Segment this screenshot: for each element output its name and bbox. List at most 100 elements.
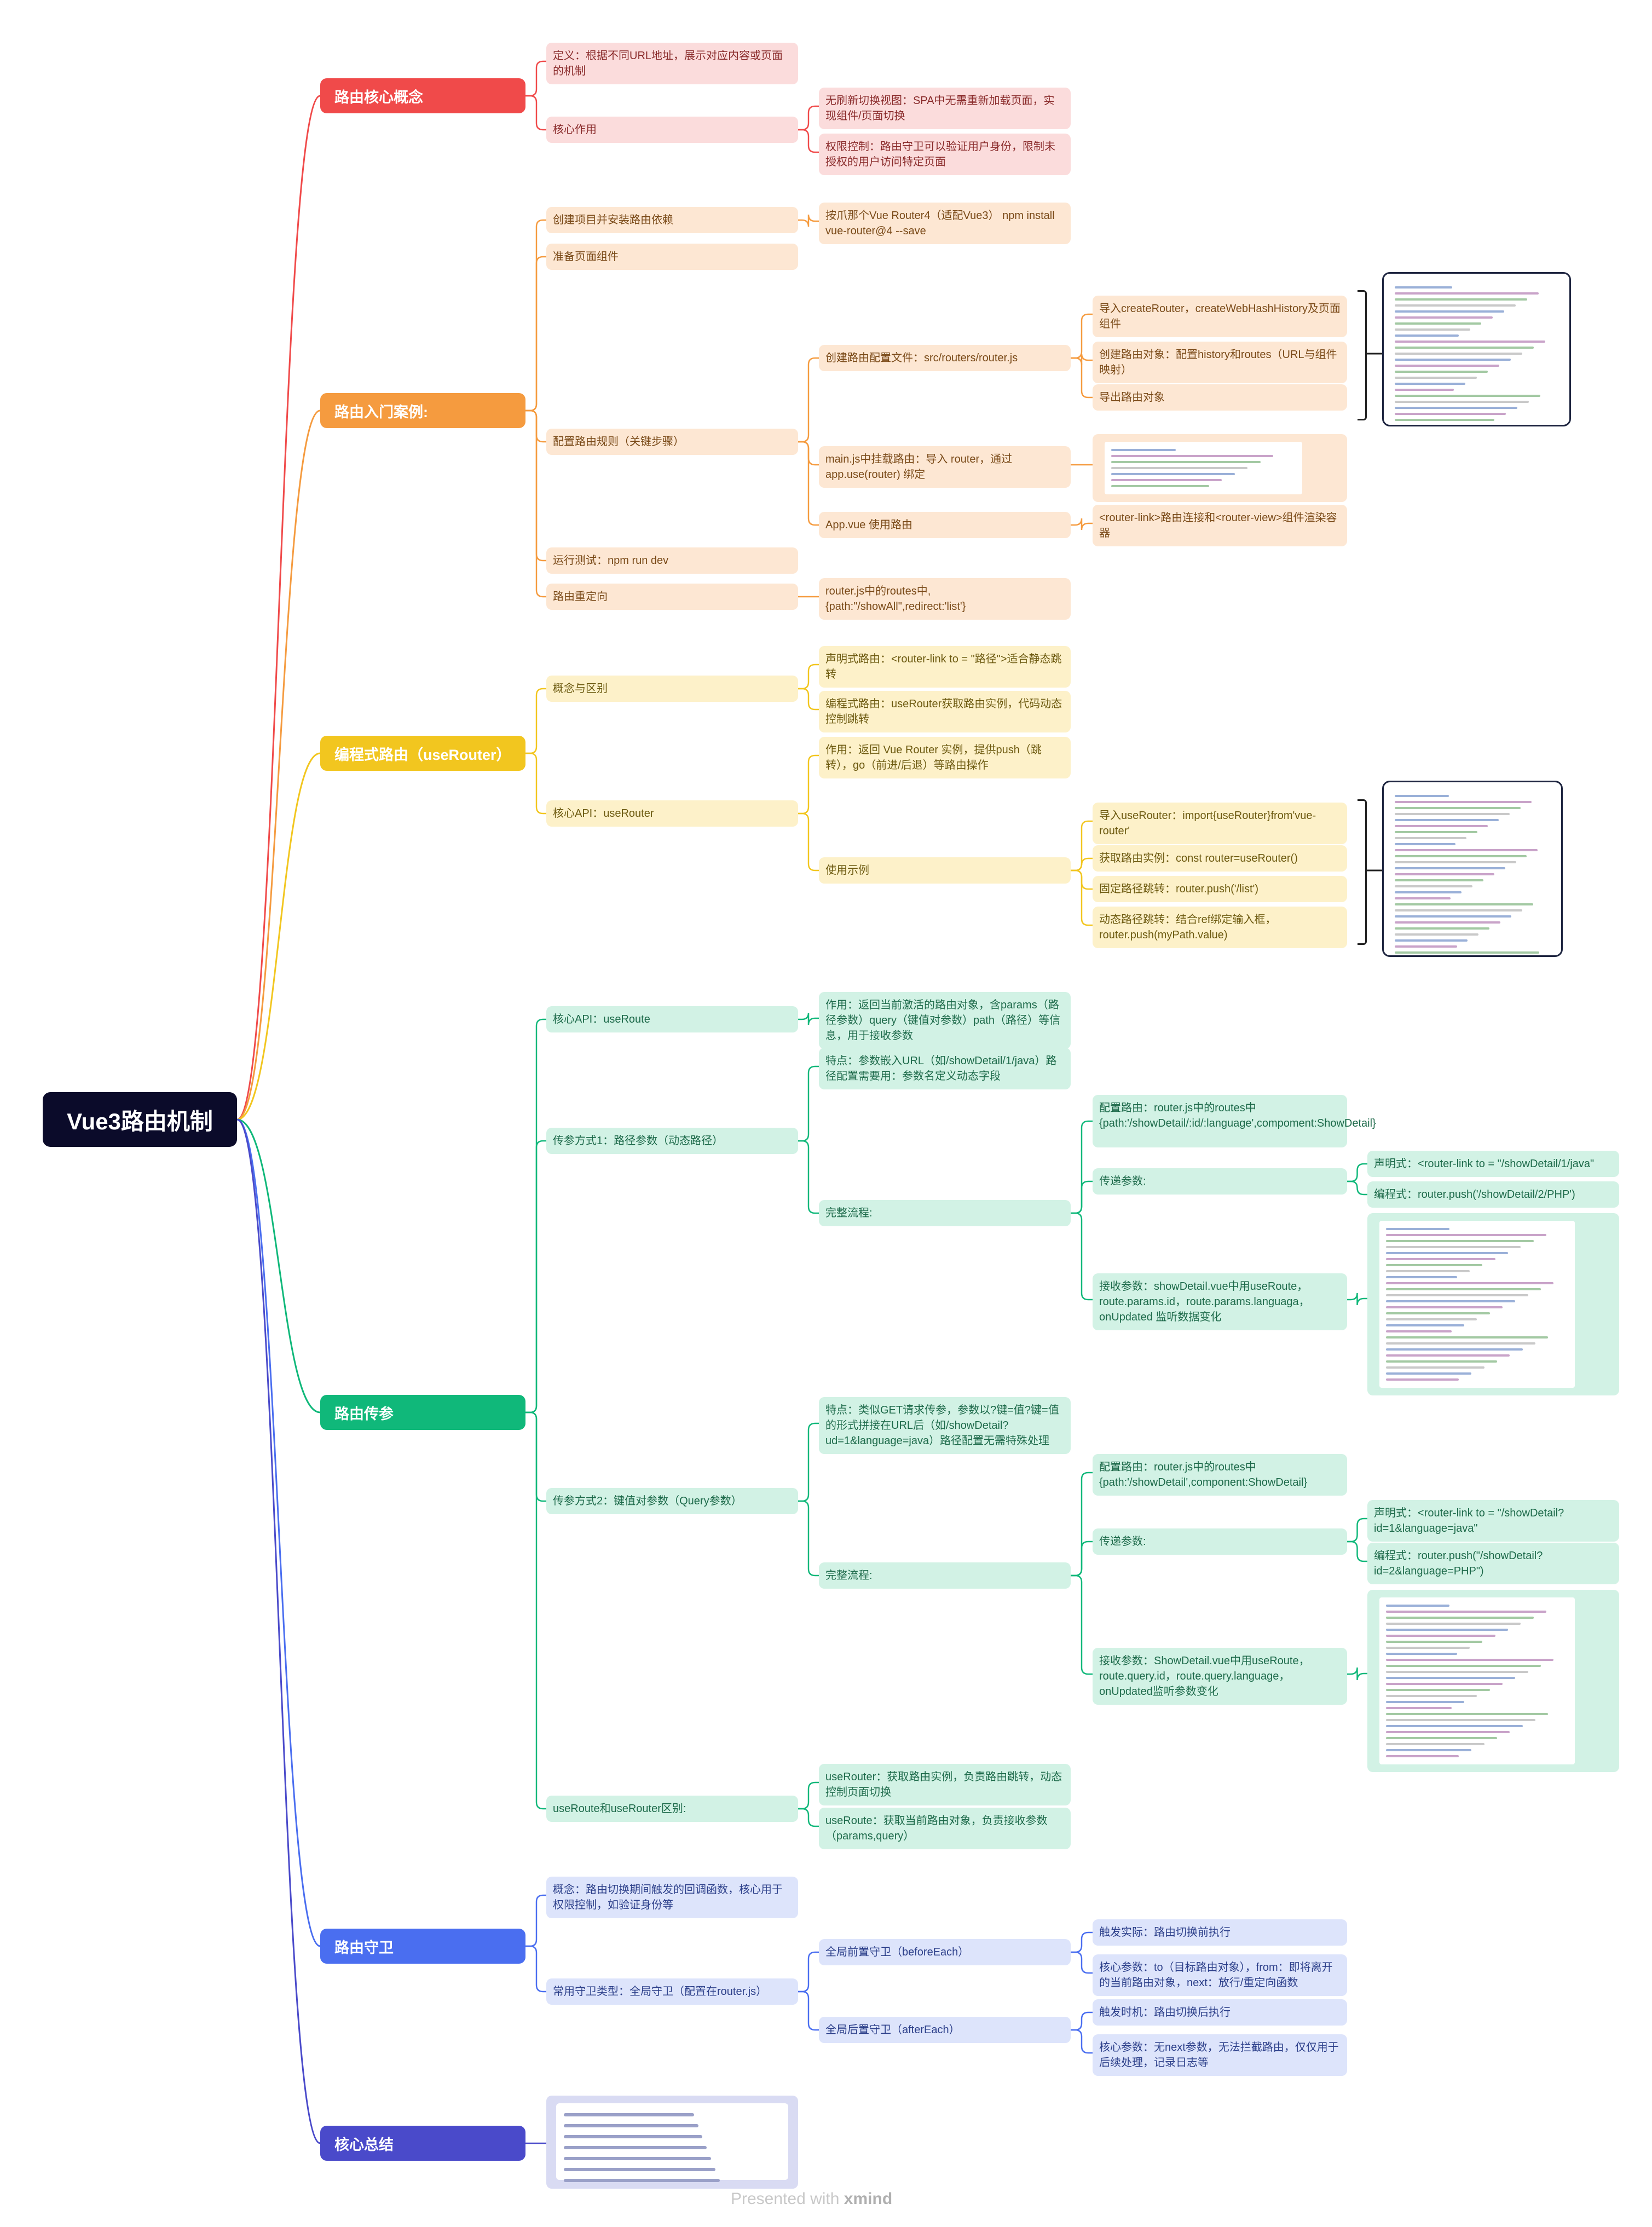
topic-c5-before2[interactable]: 核心参数：to（目标路由对象），from：即将离开的当前路由对象，next：放行… [1093, 1954, 1347, 1996]
topic-c4-m1[interactable]: 传参方式1：路径参数（动态路径） [546, 1128, 798, 1154]
summary-line [564, 2157, 712, 2160]
topic-c3-e4[interactable]: 动态路径跳转：结合ref绑定输入框，router.push(myPath.val… [1093, 907, 1347, 948]
topic-c5-after1[interactable]: 触发时机：路由切换后执行 [1093, 1999, 1347, 2026]
connector [798, 1065, 819, 1142]
topic-c4-diff2[interactable]: useRoute：获取当前路由对象，负责接收参数（params,query） [819, 1808, 1071, 1849]
connector [1347, 1293, 1367, 1306]
topic-c4-m2-p2[interactable]: 编程式：router.push("/showDetail?id=2&langua… [1367, 1543, 1619, 1584]
topic-c3-decl[interactable]: 声明式路由：<router-link to = "路径">适合静态跳转 [819, 646, 1071, 688]
topic-c2-mainjs[interactable]: main.js中挂载路由：导入 router，通过 app.use(router… [819, 446, 1071, 488]
topic-c4-m1-cfg[interactable]: 配置路由：router.js中的routes中{path:'/showDetai… [1093, 1095, 1376, 1147]
code-line [1386, 1737, 1497, 1739]
branch-b4[interactable]: 路由传参 [320, 1395, 525, 1430]
topic-c2-createobj[interactable]: 创建路由对象：配置history和routes（URL与组件映射） [1093, 342, 1347, 383]
topic-c4-m2[interactable]: 传参方式2：键值对参数（Query参数） [546, 1488, 798, 1514]
topic-c5-before1[interactable]: 触发实际：路由切换前执行 [1093, 1919, 1347, 1946]
connector [1071, 869, 1093, 926]
code-line [1395, 807, 1521, 809]
code-line [1386, 1366, 1485, 1369]
topic-c3-example[interactable]: 使用示例 [819, 857, 1071, 884]
code-preview-params[interactable] [1367, 1213, 1619, 1395]
connector [798, 1500, 819, 1577]
code-line [1395, 909, 1522, 911]
summary-line [564, 2135, 703, 2138]
code-line [1395, 945, 1457, 948]
code-line [1395, 921, 1501, 924]
topic-c5-concept[interactable]: 概念：路由切换期间触发的回调函数，核心用于权限控制，如验证身份等 [546, 1877, 798, 1918]
code-line [1386, 1725, 1523, 1727]
topic-c4-m1-flow[interactable]: 完整流程: [819, 1200, 1071, 1226]
code-line [1111, 455, 1274, 457]
connector [798, 1991, 819, 2031]
topic-c3-prog[interactable]: 编程式路由：useRouter获取路由实例，代码动态控制跳转 [819, 691, 1071, 732]
branch-b5[interactable]: 路由守卫 [320, 1929, 525, 1964]
code-line [1395, 377, 1477, 379]
topic-c4-m1-p1[interactable]: 声明式：<router-link to = "/showDetail/1/jav… [1367, 1151, 1619, 1177]
code-line [1386, 1246, 1521, 1248]
topic-c3-concept[interactable]: 概念与区别 [546, 676, 798, 702]
topic-c5-after[interactable]: 全局后置守卫（afterEach） [819, 2017, 1071, 2043]
code-line [1386, 1647, 1470, 1649]
branch-b2[interactable]: 路由入门案例: [320, 393, 525, 428]
code-preview-query[interactable] [1367, 1590, 1619, 1772]
code-line [1386, 1282, 1554, 1284]
topic-c5-before[interactable]: 全局前置守卫（beforeEach） [819, 1939, 1071, 1965]
connector [1071, 518, 1093, 530]
watermark-brand: xmind [844, 2190, 893, 2208]
topic-c2-create[interactable]: 创建项目并安装路由依赖 [546, 207, 798, 233]
topic-c2-redirect-d[interactable]: router.js中的routes中,{path:"/showAll",redi… [819, 578, 1071, 620]
topic-c2-run[interactable]: 运行测试：npm run dev [546, 547, 798, 574]
topic-c2-config[interactable]: 配置路由规则（关键步骤） [546, 429, 798, 455]
topic-c4-diff1[interactable]: useRouter：获取路由实例，负责路由跳转，动态控制页面切换 [819, 1764, 1071, 1805]
topic-c4-m2-cfg[interactable]: 配置路由：router.js中的routes中{path:'/showDetai… [1093, 1454, 1347, 1496]
topic-c3-e3[interactable]: 固定路径跳转：router.push('/list') [1093, 876, 1347, 902]
topic-c4-diff[interactable]: useRoute和useRouter区别: [546, 1796, 798, 1822]
topic-c4-m2-feat[interactable]: 特点：类似GET请求传参，参数以?键=值?键=值的形式拼接在URL后（如/sho… [819, 1397, 1071, 1454]
topic-c2-redirect[interactable]: 路由重定向 [546, 584, 798, 610]
topic-c4-api-d[interactable]: 作用：返回当前激活的路由对象，含params（路径参数）query（键值对参数）… [819, 992, 1071, 1049]
topic-c2-export[interactable]: 导出路由对象 [1093, 384, 1347, 411]
topic-c4-m2-recv[interactable]: 接收参数：ShowDetail.vue中用useRoute，route.quer… [1093, 1648, 1347, 1705]
topic-c5-types[interactable]: 常用守卫类型：全局守卫（配置在router.js） [546, 1978, 798, 2005]
branch-b6[interactable]: 核心总结 [320, 2126, 525, 2161]
topic-c3-e2[interactable]: 获取路由实例：const router=useRouter() [1093, 845, 1347, 872]
code-line [1386, 1240, 1534, 1242]
topic-c2-routerjs[interactable]: 创建路由配置文件：src/routers/router.js [819, 345, 1071, 371]
topic-c4-m2-pass[interactable]: 传递参数: [1093, 1528, 1347, 1555]
topic-c1-r2[interactable]: 权限控制：路由守卫可以验证用户身份，限制未授权的用户访问特定页面 [819, 134, 1071, 175]
topic-c1-def[interactable]: 定义：根据不同URL地址，展示对应内容或页面的机制 [546, 43, 798, 84]
topic-c2-appvue-d[interactable]: <router-link>路由连接和<router-view>组件渲染容器 [1093, 505, 1347, 546]
code-line [1395, 389, 1454, 391]
topic-c2-pages[interactable]: 准备页面组件 [546, 244, 798, 270]
branch-b1[interactable]: 路由核心概念 [320, 78, 525, 113]
code-line [1395, 328, 1470, 331]
topic-c4-m2-p1[interactable]: 声明式：<router-link to = "/showDetail?id=1&… [1367, 1500, 1619, 1542]
topic-c2-create-d[interactable]: 按爪那个Vue Router4（适配Vue3） npm install vue-… [819, 203, 1071, 244]
code-line [1395, 286, 1452, 289]
connector [525, 688, 546, 754]
root-topic[interactable]: Vue3路由机制 [43, 1092, 237, 1147]
code-line [1386, 1300, 1516, 1302]
topic-c3-api-d[interactable]: 作用：返回 Vue Router 实例，提供push（跳转），go（前进/后退）… [819, 737, 1071, 778]
topic-c4-api[interactable]: 核心API：useRoute [546, 1006, 798, 1032]
topic-c2-import[interactable]: 导入createRouter，createWebHashHistory及页面组件 [1093, 296, 1347, 337]
code-preview-mainjs[interactable] [1093, 434, 1347, 502]
code-line [1386, 1252, 1508, 1254]
topic-c4-m1-pass[interactable]: 传递参数: [1093, 1168, 1347, 1195]
code-line [1386, 1294, 1528, 1296]
connector [1071, 313, 1093, 359]
topic-c2-appvue[interactable]: App.vue 使用路由 [819, 512, 1071, 538]
topic-c1-role[interactable]: 核心作用 [546, 117, 798, 143]
topic-c4-m1-recv[interactable]: 接收参数：showDetail.vue中用useRoute，route.para… [1093, 1273, 1347, 1330]
topic-c3-api[interactable]: 核心API：useRouter [546, 800, 798, 827]
topic-c4-m1-p2[interactable]: 编程式：router.push('/showDetail/2/PHP') [1367, 1181, 1619, 1208]
topic-c4-m1-feat[interactable]: 特点：参数嵌入URL（如/showDetail/1/java）路径配置需要用：参… [819, 1048, 1071, 1089]
topic-c3-e1[interactable]: 导入useRouter：import{useRouter}from'vue-ro… [1093, 803, 1347, 844]
code-line [1395, 825, 1488, 827]
topic-c1-r1[interactable]: 无刷新切换视图：SPA中无需重新加载页面，实现组件/页面切换 [819, 88, 1071, 129]
branch-b3[interactable]: 编程式路由（useRouter） [320, 736, 525, 771]
topic-c5-after2[interactable]: 核心参数：无next参数，无法拦截路由，仅仅用于后续处理，记录日志等 [1093, 2034, 1347, 2076]
connector [798, 1012, 819, 1025]
code-line [1386, 1336, 1549, 1338]
topic-c4-m2-flow[interactable]: 完整流程: [819, 1562, 1071, 1589]
